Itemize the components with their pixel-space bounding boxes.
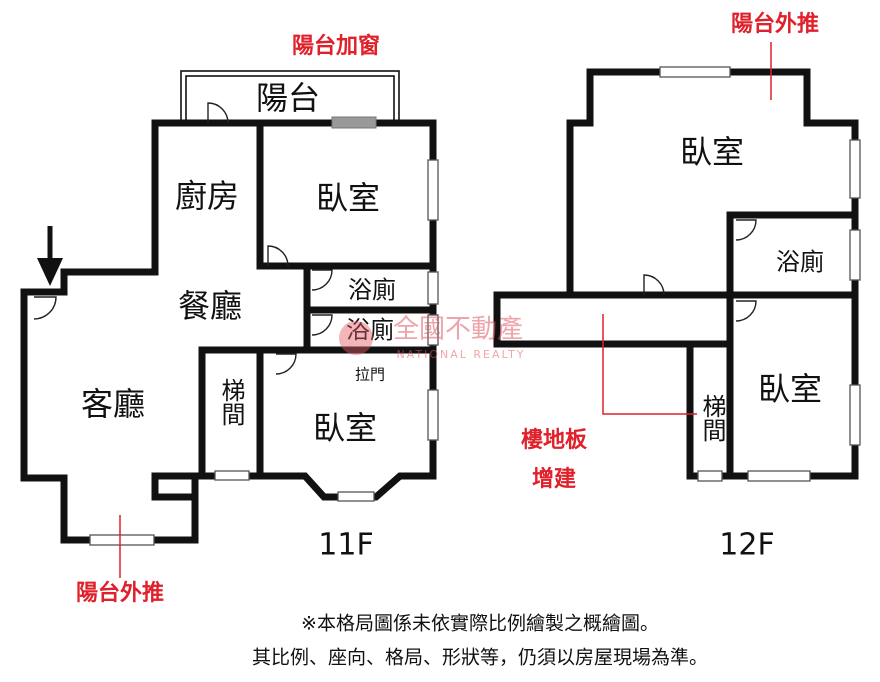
entrance-arrow: [37, 226, 63, 286]
floor-11f: 陽台 廚房 臥室 餐廳 浴廁 浴廁 拉門 客廳 梯間 臥室 11F: [20, 70, 439, 563]
window-bath-1: [427, 271, 439, 305]
door-entrance: [33, 296, 57, 320]
window-living: [89, 534, 155, 546]
room-balcony: 陽台: [256, 79, 320, 117]
floor-12f: 臥室 浴廁 梯間 臥室 12F: [493, 42, 861, 563]
watermark-logo: 全國不動產 NATIONAL REALTY: [339, 315, 525, 361]
door-bedroom-bottom: [275, 353, 297, 375]
room-living: 客廳: [81, 385, 145, 423]
window-12f-bed-right: [849, 384, 861, 446]
watermark-cn: 全國不動產: [393, 315, 523, 345]
window-12f-bottom: [747, 470, 811, 482]
room-stairs-top: 梯間: [217, 378, 245, 426]
door-balcony: [207, 102, 229, 124]
window-stairs: [214, 470, 250, 481]
window-12f-stairs: [697, 470, 723, 482]
annotation-floor-slab-1: 樓地板: [521, 428, 588, 453]
disclaimer-line-2: 其比例、座向、格局、形狀等，仍須以房屋現場為準。: [252, 647, 708, 669]
watermark-en: NATIONAL REALTY: [396, 348, 525, 361]
room-bath-2: 浴廁: [346, 316, 394, 344]
room-12f-bedroom-right: 臥室: [758, 370, 822, 408]
room-bath-1: 浴廁: [348, 276, 396, 304]
annotation-floor-slab-2: 增建: [532, 466, 576, 492]
door-bath-2: [311, 314, 333, 336]
window-balcony-added: [331, 116, 377, 129]
room-bedroom-top: 臥室: [316, 179, 380, 217]
room-dining: 餐廳: [178, 287, 242, 325]
room-bedroom-bottom: 臥室: [313, 409, 377, 447]
room-12f-bedroom-top: 臥室: [680, 133, 744, 171]
floor-label-11f: 11F: [318, 528, 373, 563]
window-12f-bath: [849, 229, 861, 281]
floor-label-12f: 12F: [719, 528, 774, 563]
door-12f-bed: [643, 274, 665, 296]
wall-11f-outer: [20, 119, 437, 544]
window-bath-2: [427, 314, 439, 346]
room-kitchen: 廚房: [175, 177, 239, 215]
room-12f-bath: 浴廁: [776, 248, 824, 276]
room-12f-stairs: 梯間: [698, 394, 726, 442]
annotation-balcony-window: 陽台加窗: [292, 33, 380, 59]
annotation-balcony-extend-11f: 陽台外推: [76, 580, 164, 606]
annotation-balcony-extend-12f: 陽台外推: [731, 11, 819, 37]
window-bed-bottom: [427, 389, 439, 441]
window-12f-bed: [849, 139, 861, 199]
label-sliding-door: 拉門: [355, 366, 385, 384]
window-12f-top: [659, 66, 731, 78]
disclaimer-line-1: ※本格局圖係未依實際比例繪製之概繪圖。: [301, 613, 659, 635]
window-bed-top: [427, 159, 439, 221]
window-bay: [337, 491, 375, 502]
door-bedroom-top: [267, 245, 289, 267]
door-12f-bed-right: [735, 300, 757, 322]
line-12f-slab: [602, 314, 697, 415]
door-12f-bath: [735, 219, 757, 241]
door-bath-1: [311, 269, 333, 291]
